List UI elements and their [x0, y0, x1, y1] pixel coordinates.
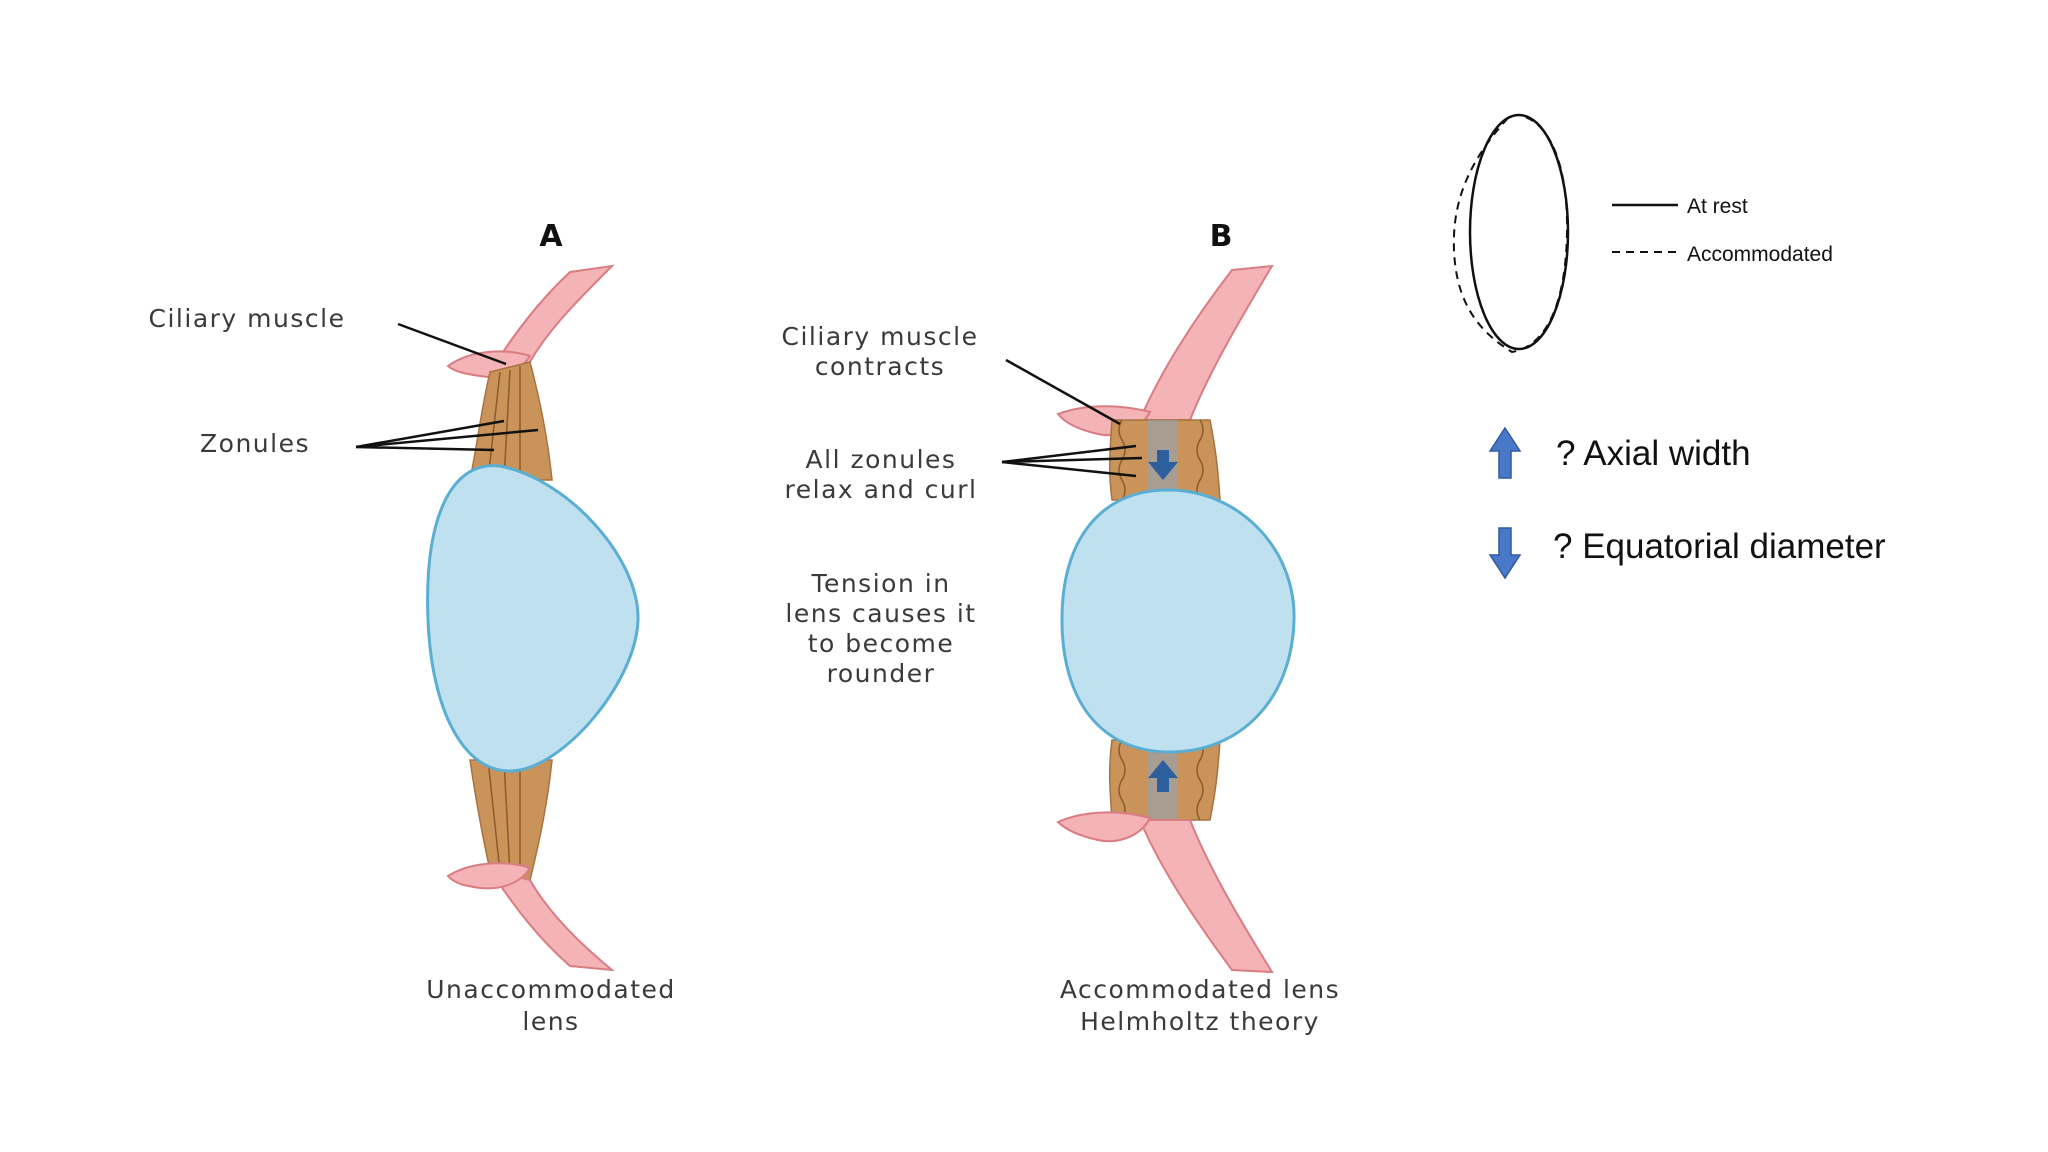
- panel-a-zonule-leader-3: [355, 445, 495, 452]
- panel-b-lower-curled-zonule-lines: [1118, 739, 1204, 821]
- lens-outline-accommodated: [1452, 115, 1569, 354]
- panel-a-zonule-leader-1: [355, 419, 505, 449]
- panel-b-lower-muscle: [1138, 819, 1274, 974]
- panel-b-tension-line2: lens causes it: [785, 599, 976, 628]
- panel-b-upper-curled-zonule-lines: [1118, 419, 1204, 501]
- legend-accommodated-label: Accommodated: [1687, 243, 1833, 266]
- arrow-notes: ? Axial width ? Equatorial diameter: [1488, 426, 1886, 580]
- panel-a-zonule-leader-2: [355, 428, 539, 449]
- panel-b-tension-line4: rounder: [827, 659, 936, 688]
- panel-a-letter: A: [539, 219, 563, 254]
- panel-b-tension-line3: to become: [808, 629, 955, 658]
- equatorial-diameter-label: ? Equatorial diameter: [1553, 527, 1886, 566]
- panel-b-upper-inner-arrow: [1148, 450, 1178, 480]
- panel-b-caption-line2: Helmholtz theory: [1080, 1007, 1320, 1036]
- panel-b-upper-muscle: [1138, 264, 1274, 421]
- panel-b-zonule-leader-2: [1001, 456, 1143, 464]
- panel-b-diagram: B Ciliary muscle contracts All zonules r…: [782, 219, 1340, 1036]
- panel-a-diagram: A Ciliary muscle Zonules Unaccommodated …: [149, 219, 676, 1036]
- up-arrow-icon: [1488, 426, 1522, 479]
- panel-b-ciliary-contracts-line2: contracts: [815, 352, 945, 381]
- panel-a-zonules-label: Zonules: [200, 429, 310, 458]
- panel-b-zonule-leader-3: [1001, 460, 1137, 478]
- panel-b-letter: B: [1210, 219, 1233, 254]
- panel-a-ciliary-muscle-label: Ciliary muscle: [149, 304, 346, 333]
- panel-a-caption-line2: lens: [522, 1007, 579, 1036]
- panel-b-ciliary-contracts-line1: Ciliary muscle: [782, 322, 979, 351]
- axial-width-label: ? Axial width: [1556, 434, 1751, 473]
- panel-b-zonule-leader-1: [1001, 444, 1137, 464]
- panel-a-upper-zonules: [469, 361, 553, 481]
- panel-b-zonules-line2: relax and curl: [785, 475, 978, 504]
- panel-a-lower-muscle-bump: [446, 862, 532, 890]
- panel-b-ciliary-leader: [1005, 358, 1121, 426]
- panel-b-caption-line1: Accommodated lens: [1060, 975, 1340, 1004]
- panel-a-caption-line1: Unaccommodated: [426, 975, 676, 1004]
- panel-a-lens: [426, 464, 640, 773]
- panel-b-lower-inner-arrow: [1148, 760, 1178, 792]
- down-arrow-icon: [1488, 527, 1522, 580]
- panel-a-lower-muscle: [487, 868, 616, 972]
- legend-at-rest-label: At rest: [1687, 195, 1748, 218]
- lens-shape-legend: At rest Accommodated: [1452, 113, 1833, 354]
- panel-b-lens: [1060, 488, 1296, 754]
- panel-a-lower-zonules: [469, 759, 553, 881]
- panel-b-zonules-line1: All zonules: [806, 445, 957, 474]
- panel-b-lower-muscle-bump: [1056, 811, 1152, 843]
- panel-b-tension-line1: Tension in: [810, 569, 950, 598]
- panel-a-ciliary-leader: [397, 322, 507, 366]
